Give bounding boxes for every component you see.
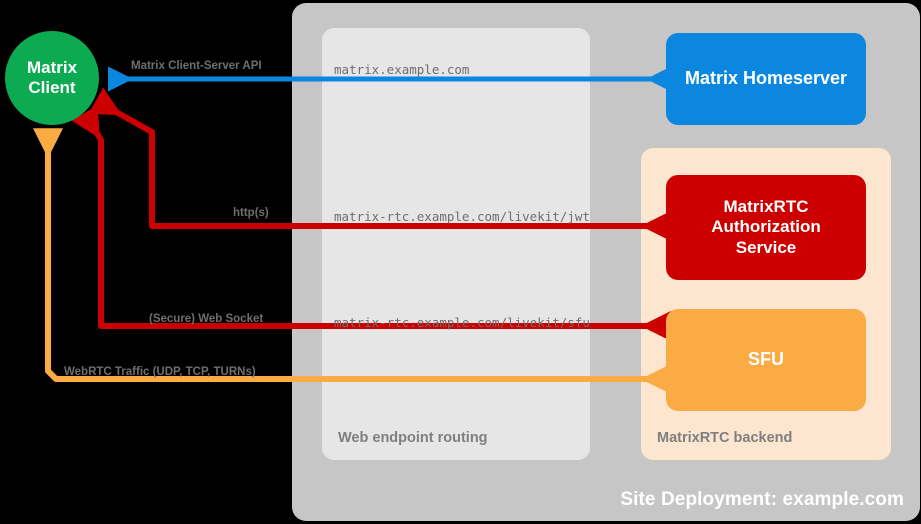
node-matrix-client[interactable]: Matrix Client	[5, 31, 99, 125]
auth-service-label-line3: Service	[735, 237, 797, 257]
edge-http-jwt	[88, 87, 665, 229]
label-http-s: http(s)	[233, 207, 269, 219]
auth-service-label-line2: Authorization	[711, 217, 821, 237]
matrix-homeserver-label: Matrix Homeserver	[684, 68, 848, 89]
label-secure-web-socket: (Secure) Web Socket	[149, 313, 264, 325]
node-matrixrtc-authorization-service[interactable]: MatrixRTC Authorization Service	[666, 175, 866, 280]
edge-secure-web-socket	[71, 105, 665, 329]
web-endpoint-routing-panel: Web endpoint routing	[322, 28, 590, 460]
matrixrtc-backend-title: MatrixRTC backend	[657, 430, 793, 446]
site-deployment-title: Site Deployment: example.com	[620, 489, 904, 510]
label-webrtc-traffic: WebRTC Traffic (UDP, TCP, TURNs)	[64, 366, 256, 378]
endpoint-livekit-sfu: matrix-rtc.example.com/livekit/sfu	[334, 315, 590, 330]
endpoint-livekit-jwt: matrix-rtc.example.com/livekit/jwt	[334, 209, 590, 224]
matrix-client-label-line1: Matrix	[26, 57, 78, 77]
node-matrix-homeserver[interactable]: Matrix Homeserver	[666, 33, 866, 125]
matrix-client-label-line2: Client	[28, 78, 76, 97]
auth-service-label-line1: MatrixRTC	[723, 196, 809, 216]
endpoint-matrix-example-com: matrix.example.com	[334, 62, 470, 77]
sfu-label: SFU	[748, 349, 784, 370]
node-sfu[interactable]: SFU	[666, 309, 866, 411]
web-endpoint-routing-title: Web endpoint routing	[338, 430, 488, 446]
label-matrix-client-server-api: Matrix Client-Server API	[131, 60, 262, 72]
edge-webrtc-traffic	[33, 128, 665, 382]
